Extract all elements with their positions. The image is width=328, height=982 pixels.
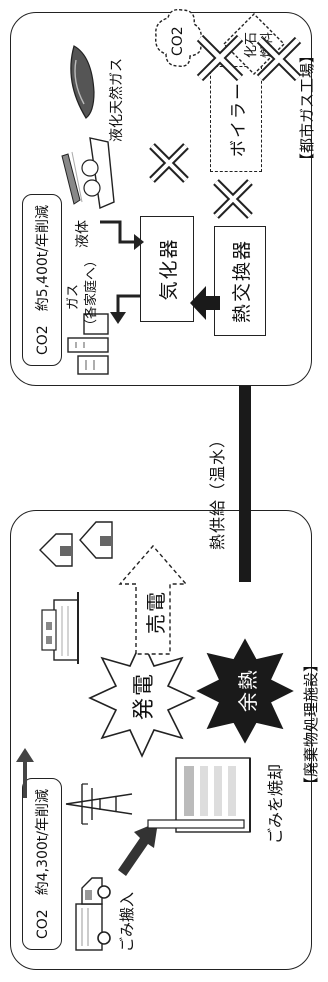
gas-co2-reduction-text: CO2 約5,400t/年削減 <box>35 205 51 355</box>
vaporizer-box: 気化器 <box>140 216 194 322</box>
lng-tanker-icon <box>61 137 115 210</box>
x-mark-fossil-icon <box>256 36 302 82</box>
garbage-in-label: ごみ搬入 <box>118 891 136 952</box>
lng-ship-icon <box>70 45 95 119</box>
heat-supply-label: 熱供給（温水） <box>208 430 227 550</box>
waste-heat-burst <box>196 638 294 744</box>
waste-facility-title: 【廃棄物処理施設】 <box>302 656 320 792</box>
gas-plant-title: 【都市ガス工場】 <box>298 47 316 168</box>
incinerator-plant-icon <box>147 757 251 833</box>
heat-to-vaporizer-arrow <box>190 286 220 320</box>
liquid-in-arrow <box>100 220 144 250</box>
liquid-label: 液体 <box>75 220 91 248</box>
power-sale-label: 売電 <box>144 590 168 634</box>
waste-co2-reduction-text: CO2 約4,300t/年削減 <box>35 789 51 939</box>
small-arrow-icon <box>16 748 34 798</box>
x-mark-lower-icon <box>213 179 253 219</box>
gas-to-homes-label: （各家庭へ） <box>84 253 99 332</box>
co2-cloud-icon <box>155 8 202 67</box>
factory-icon <box>41 592 79 664</box>
heat-exchanger-label: 熱交換器 <box>230 239 253 324</box>
gas-co2-reduction-label: CO2 約5,400t/年削減 <box>22 194 62 366</box>
waste-heat-label: 余熱 <box>236 668 260 712</box>
lng-label: 液化天然ガス <box>109 58 125 142</box>
gas-tank-icon <box>67 313 109 375</box>
gas-out-arrow <box>110 294 142 324</box>
co2-cloud-label: CO2 <box>170 26 186 56</box>
heat-exchanger-box: 熱交換器 <box>214 226 266 336</box>
boiler-label: ボイラー <box>228 81 249 157</box>
fossil-fuel-icon <box>223 13 285 75</box>
vaporizer-label: 気化器 <box>157 237 180 301</box>
power-generation-burst <box>88 638 196 758</box>
power-sale-arrow <box>118 544 188 655</box>
incineration-label: ごみを焼却 <box>266 763 285 844</box>
truck-to-incinerator-arrow <box>118 822 158 876</box>
x-mark-upper-icon <box>149 143 189 183</box>
gas-label: ガス <box>66 283 81 310</box>
power-generation-label: 発電 <box>132 671 157 720</box>
houses-icon <box>39 521 113 567</box>
x-mark-co2-icon <box>196 34 244 82</box>
transmission-tower-icon <box>65 783 133 825</box>
waste-co2-reduction-label: CO2 約4,300t/年削減 <box>22 778 62 950</box>
garbage-truck-icon <box>75 877 111 951</box>
